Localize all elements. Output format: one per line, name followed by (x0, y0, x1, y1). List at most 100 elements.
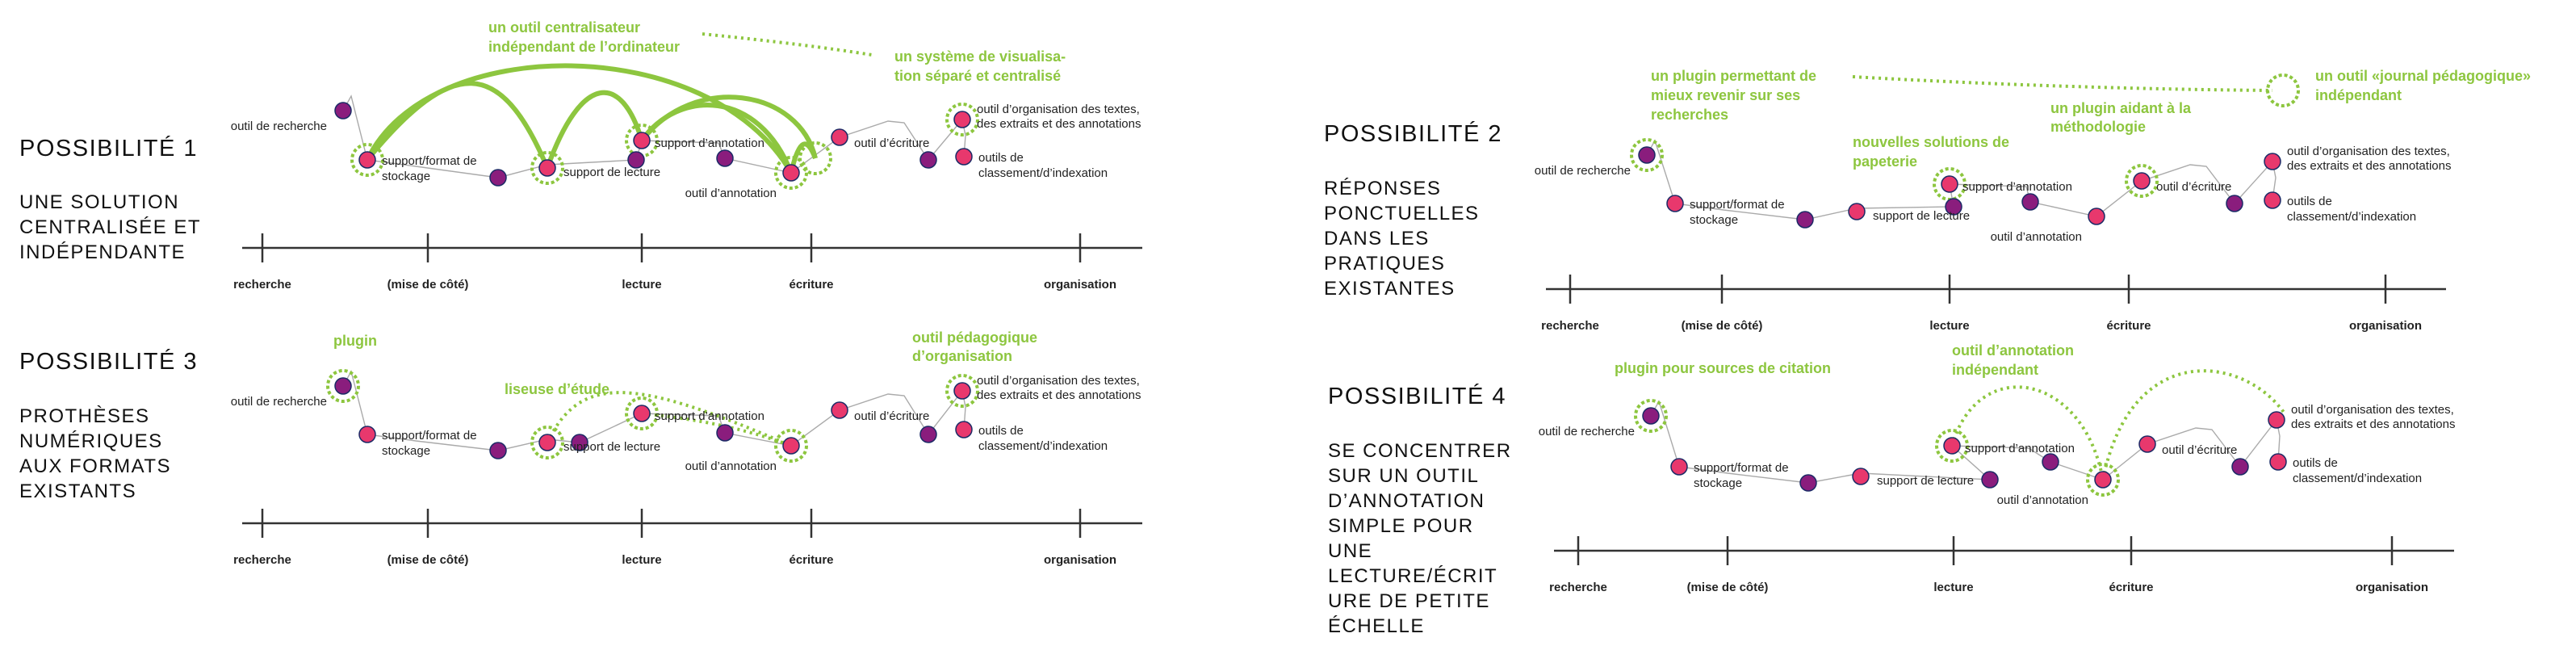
node-classement (955, 421, 973, 438)
node-stockage (358, 151, 376, 169)
annotation-text: un plugin aidant à la (2050, 100, 2192, 116)
label-classement: outils de (2287, 195, 2332, 208)
panel-4-title: POSSIBILITÉ 4 (1328, 384, 1506, 409)
label-organisation: outil d’organisation des textes, (977, 374, 1140, 388)
timeline-label: recherche (233, 553, 291, 567)
node-transition (1799, 474, 1817, 492)
subtitle-line: RÉPONSES (1324, 178, 1442, 199)
node-classement (955, 148, 973, 166)
label-ecriture: outil d’écriture (2156, 180, 2231, 194)
annotation-text: un système de visualisa- (894, 48, 1066, 65)
node-annotation-transition (716, 149, 734, 167)
annotation-text: mieux revenir sur ses (1651, 87, 1800, 103)
node-recherche (334, 102, 352, 120)
node-outil-annotation (782, 437, 800, 455)
node-stockage (1670, 458, 1688, 476)
label-outil-annotation: outil d’annotation (1991, 230, 2082, 244)
label-organisation: outil d’organisation des textes, (977, 103, 1140, 116)
label-classement: classement/d’indexation (2287, 210, 2416, 224)
label-stockage: support/format de (382, 429, 477, 443)
panel-3-title: POSSIBILITÉ 3 (19, 349, 198, 375)
node-lecture (538, 434, 556, 451)
panel-2-title: POSSIBILITÉ 2 (1324, 121, 1502, 147)
label-organisation: outil d’organisation des textes, (2291, 403, 2454, 417)
label-ecriture: outil d’écriture (854, 409, 929, 423)
node-classement (2264, 191, 2281, 209)
label-organisation: des extraits et des annotations (2287, 159, 2451, 173)
node-recherche (1638, 146, 1656, 164)
node-outil-annotation (2088, 208, 2105, 225)
annotation-text: plugin pour sources de citation (1615, 360, 1831, 376)
timeline-label: (mise de côté) (1682, 319, 1763, 333)
node-support-annotation (1941, 175, 1958, 193)
subtitle-line: URE DE PETITE (1328, 590, 1490, 612)
timeline-label: lecture (1933, 581, 1973, 594)
label-organisation: outil d’organisation des textes, (2287, 145, 2450, 158)
node-ecriture (2138, 435, 2156, 453)
node-lecture (1848, 203, 1866, 220)
label-outil-annotation: outil d’annotation (685, 187, 777, 200)
label-organisation: des extraits et des annotations (977, 117, 1141, 131)
label-stockage: stockage (1690, 213, 1738, 227)
label-classement: outils de (2293, 456, 2338, 470)
subtitle-line: UNE (1328, 540, 1373, 562)
timeline-label: (mise de côté) (387, 278, 469, 292)
node-organisation (953, 382, 971, 400)
node-ecriture-transition (2226, 195, 2243, 212)
panel-2-subtitle: RÉPONSES PONCTUELLES DANS LES PRATIQUES … (1324, 176, 1480, 301)
label-organisation: des extraits et des annotations (2291, 417, 2455, 431)
node-support-annotation (633, 405, 651, 422)
node-stockage (1666, 195, 1684, 212)
subtitle-line: ÉCHELLE (1328, 615, 1425, 637)
highlight-ring (530, 151, 564, 185)
green-dashed-link (641, 412, 792, 447)
annotation-text: papeterie (1853, 153, 1917, 170)
label-classement: outils de (978, 151, 1024, 165)
node-support-annotation (1943, 437, 1961, 455)
green-dashed-link (702, 32, 873, 57)
timeline-label: lecture (622, 553, 661, 567)
node-transition (1796, 211, 1814, 229)
green-dashed-link (546, 391, 792, 447)
green-connection-arc (365, 81, 550, 170)
subtitle-line: CENTRALISÉE ET (19, 216, 202, 238)
node-outil-annotation (782, 164, 800, 182)
annotation-text: recherches (1651, 107, 1728, 123)
label-support-annotation: support d’annotation (655, 409, 764, 423)
subtitle-line: DANS LES (1324, 228, 1430, 250)
label-stockage: support/format de (1690, 198, 1785, 212)
annotation-text: plugin (333, 333, 377, 349)
label-classement: classement/d’indexation (978, 166, 1108, 180)
label-lecture: support de lecture (1873, 209, 1970, 223)
label-outil-annotation: outil d’annotation (1997, 493, 2088, 507)
node-ecriture (2133, 172, 2151, 190)
annotation-text: un plugin permettant de (1651, 68, 1816, 84)
label-classement: outils de (978, 424, 1024, 438)
timeline-label: recherche (233, 278, 291, 292)
panel-3-subtitle: PROTHÈSES NUMÉRIQUES AUX FORMATS EXISTAN… (19, 404, 171, 504)
node-lecture (538, 159, 556, 177)
timeline-label: recherche (1541, 319, 1599, 333)
subtitle-line: SIMPLE POUR (1328, 515, 1474, 537)
annotation-text: outil d’annotation (1952, 342, 2074, 359)
node-lecture-transition (1945, 198, 1962, 216)
node-ecriture (831, 401, 848, 419)
annotation-text: indépendant de l’ordinateur (488, 39, 680, 55)
node-outil-annotation (2094, 471, 2112, 489)
workflow-path (342, 370, 966, 451)
annotation-text: un outil «journal pédagogique» (2315, 68, 2531, 84)
node-recherche (1642, 407, 1660, 425)
highlight-ring (774, 156, 808, 190)
label-support-annotation: support d’annotation (655, 136, 764, 150)
subtitle-line: LECTURE/ÉCRIT (1328, 565, 1498, 587)
subtitle-line: SE CONCENTRER (1328, 440, 1512, 462)
panel-4-subtitle: SE CONCENTRER SUR UN OUTIL D’ANNOTATION … (1328, 438, 1512, 639)
node-stockage (358, 426, 376, 443)
green-connection-arc (545, 90, 644, 170)
highlight-ring (798, 141, 832, 175)
annotation-text: liseuse d’étude (505, 381, 609, 397)
timeline-label: lecture (1929, 319, 1969, 333)
annotation-text: méthodologie (2050, 119, 2146, 135)
timeline-label: organisation (1044, 278, 1116, 292)
